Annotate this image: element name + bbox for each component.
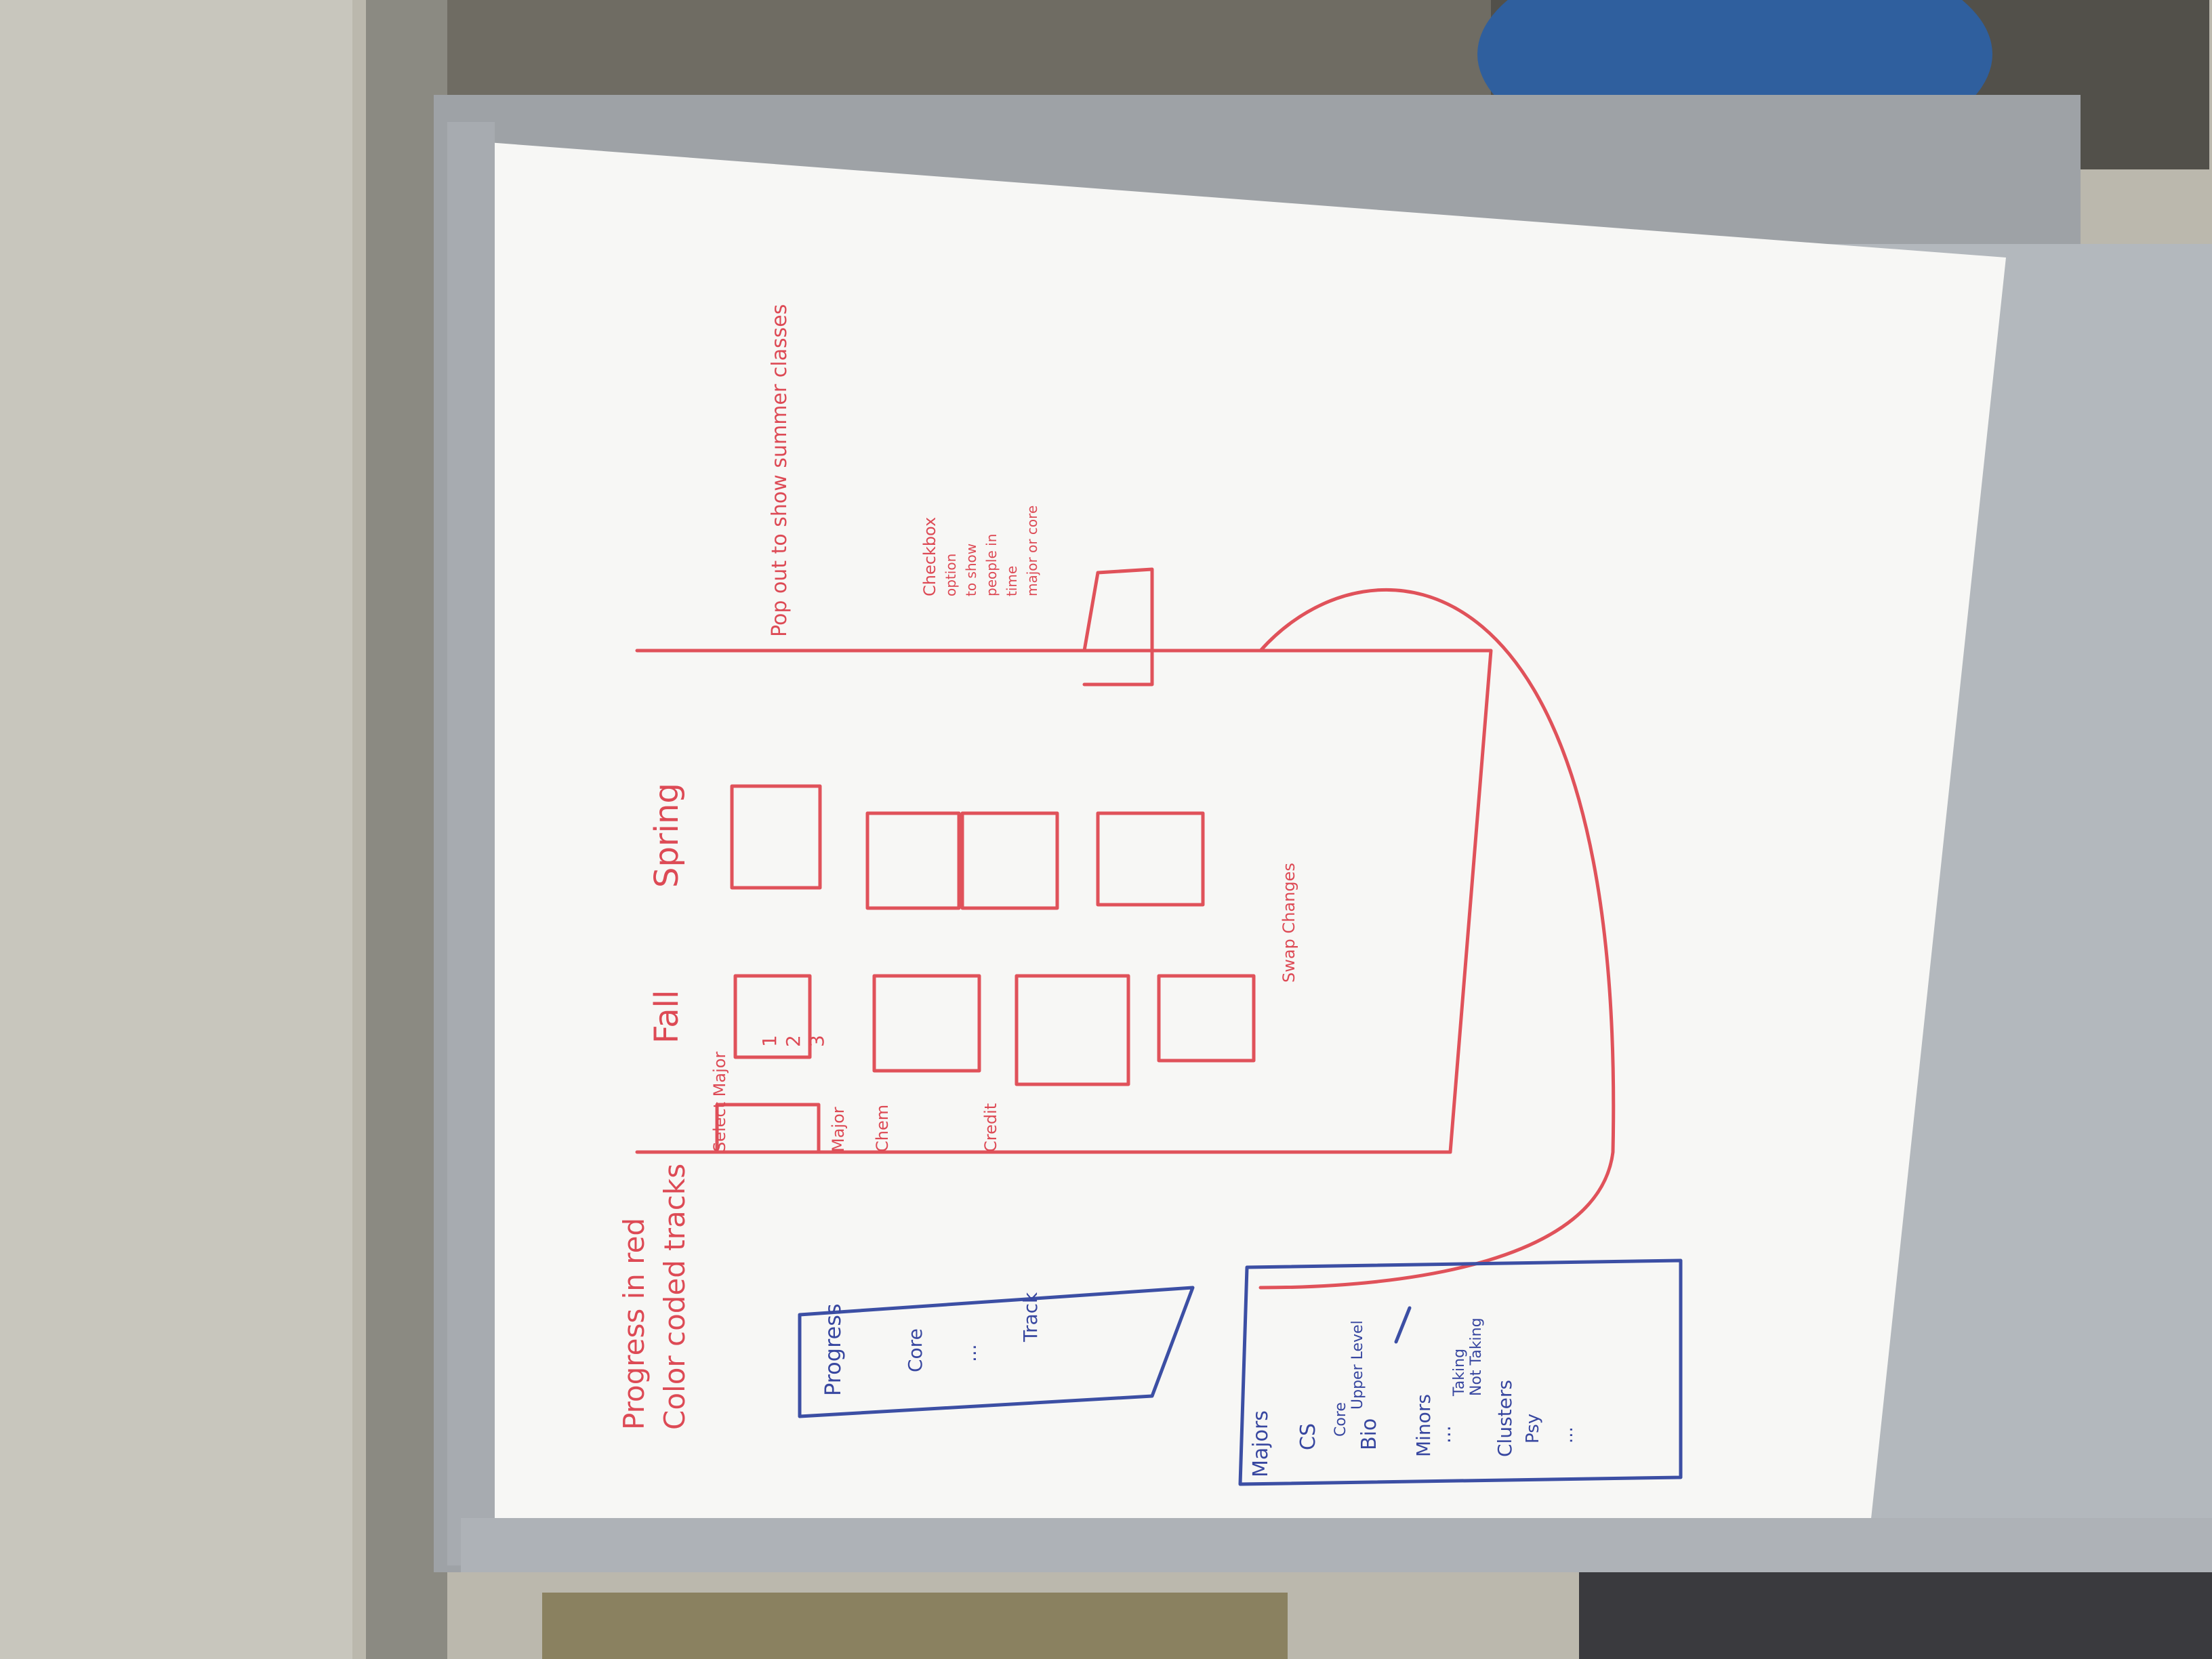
taking-arrow <box>1394 1306 1412 1344</box>
fall-course-box-2 <box>872 974 981 1073</box>
majors-panel-frame <box>1238 1258 1683 1486</box>
progress-item-core: Core <box>904 1328 926 1372</box>
checkbox-annotation-line2: option <box>943 554 959 596</box>
spring-course-box-1 <box>730 784 822 890</box>
not-taking-option: Not Taking <box>1468 1317 1485 1396</box>
major-cs: CS <box>1296 1423 1320 1450</box>
semester-label-fall: Fall <box>648 990 686 1044</box>
checkbox-annotation-line1: Checkbox <box>920 517 939 596</box>
semester-label-spring: Spring <box>648 783 686 888</box>
fall-course-number-3: 3 <box>806 1035 828 1047</box>
left-wall <box>0 0 352 1659</box>
minors-more: ... <box>1433 1425 1455 1443</box>
lower-room <box>542 1593 1288 1659</box>
checkbox-annotation-line5: time <box>1004 566 1020 596</box>
main-wireframe <box>635 649 1493 1154</box>
fall-course-box-4 <box>1157 974 1256 1063</box>
progress-panel-frame <box>798 1286 1195 1418</box>
checkbox-arrow <box>1082 567 1154 687</box>
popup-annotation: Pop out to show summer classes <box>768 304 792 637</box>
left-note-line1: Progress in red <box>617 1218 651 1430</box>
sidebar-footer-button: Credit <box>981 1103 1000 1152</box>
fall-course-box-3 <box>1015 974 1130 1086</box>
progress-item-track: Track <box>1019 1292 1042 1343</box>
clusters-heading: Clusters <box>1494 1380 1516 1457</box>
cluster-more: ... <box>1557 1427 1577 1443</box>
left-note-line2: Color coded tracks <box>658 1164 691 1430</box>
sidebar-section-chem: Chem <box>873 1105 892 1152</box>
cluster-psy: Psy <box>1523 1414 1543 1443</box>
minors-heading: Minors <box>1412 1394 1435 1457</box>
spring-course-box-3 <box>960 811 1059 910</box>
swap-outline <box>1258 588 1616 1290</box>
bottom-rail <box>461 1518 2212 1572</box>
majors-heading: Majors <box>1249 1410 1273 1477</box>
checkbox-annotation-line6: major or core <box>1024 506 1040 596</box>
checkbox-annotation-line3: to show <box>963 544 979 596</box>
progress-panel-title: Progress <box>820 1303 846 1396</box>
fall-course-box-1 <box>733 974 812 1059</box>
major-bio: Bio <box>1357 1418 1381 1450</box>
progress-item-ellipsis: ... <box>958 1344 981 1362</box>
sidebar-heading: Select Major <box>710 1052 729 1152</box>
sidebar-frame <box>715 1103 821 1154</box>
swap-changes-annotation: Swap Changes <box>1279 863 1298 983</box>
fall-course-number-1: 1 <box>758 1035 781 1047</box>
top-sketch: Fall Spring 1 2 3 Select Major Major Che… <box>635 304 1616 1290</box>
taking-option: Taking <box>1451 1349 1468 1397</box>
spring-course-box-2 <box>865 811 961 910</box>
progress-panel: Progress Core ... Track <box>798 1286 1195 1418</box>
whiteboard-surface <box>488 142 2006 1532</box>
cs-subitem-upper-level: Upper Level <box>1349 1320 1366 1410</box>
checkbox-annotation-line4: people in <box>983 534 1000 596</box>
left-notes: Progress in red Color coded tracks <box>617 1164 691 1430</box>
sidebar-section-major: Major <box>829 1107 848 1152</box>
fall-course-number-2: 2 <box>782 1035 804 1047</box>
left-rail <box>447 122 495 1565</box>
spring-course-box-4 <box>1096 811 1205 907</box>
majors-panel: Majors CS Bio Core Upper Level Taking No… <box>1238 1258 1683 1486</box>
cs-subitem-core: Core <box>1332 1402 1349 1437</box>
